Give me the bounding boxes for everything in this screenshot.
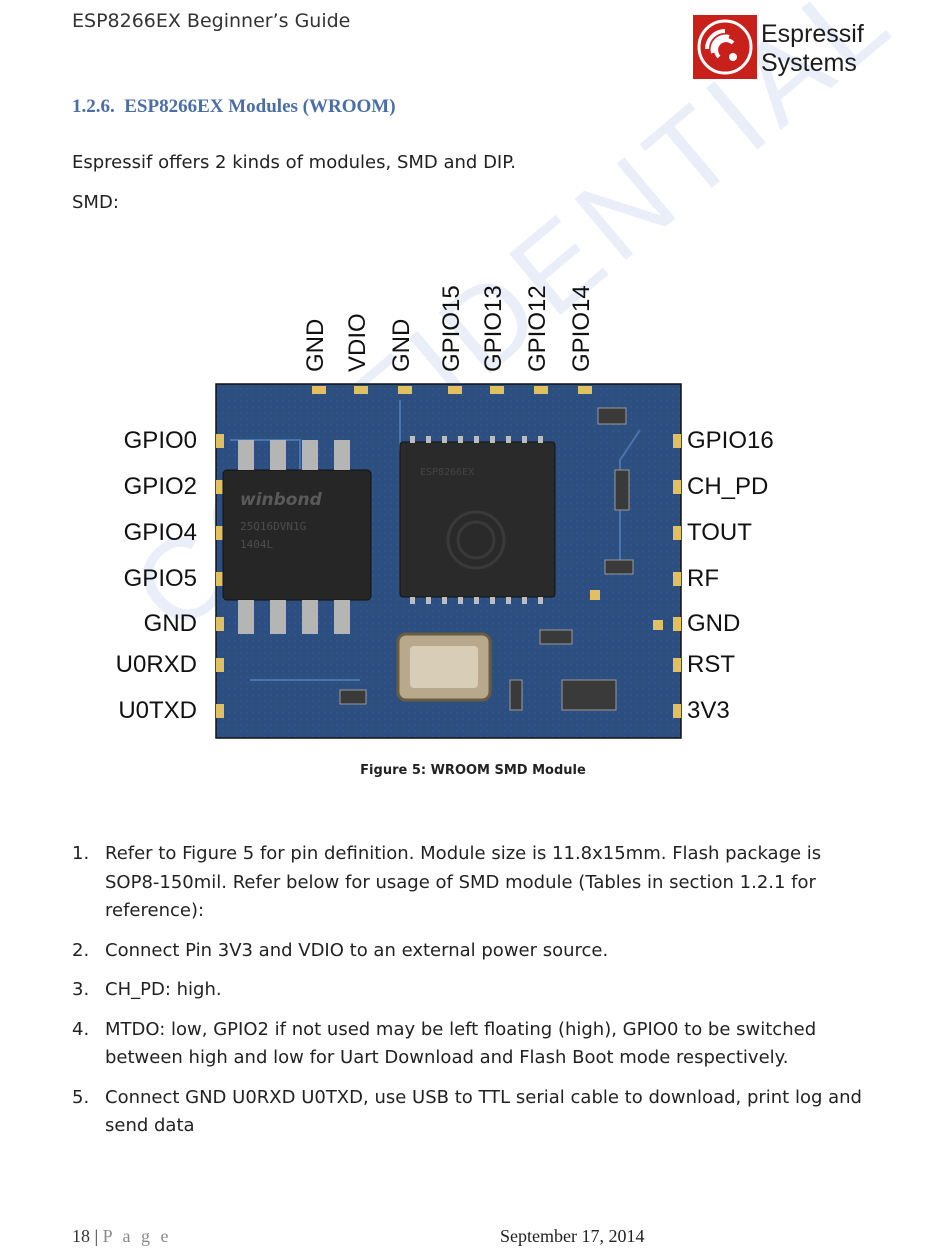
right-pin-pad — [673, 617, 681, 631]
top-pin-label: GND — [388, 319, 415, 372]
espressif-logo-icon — [693, 15, 757, 79]
list-item: 2. Connect Pin 3V3 and VDIO to an externa… — [72, 937, 862, 966]
wroom-smd-module-figure: winbond 25Q16DVN1G 1404L ESP8266EX — [100, 260, 800, 750]
right-pin-pad — [673, 572, 681, 586]
left-pin-label: GPIO2 — [124, 473, 197, 500]
top-pin-pad — [490, 386, 504, 394]
page-label: P a g e — [102, 1226, 172, 1246]
right-pin-label: GPIO16 — [687, 427, 774, 454]
list-item-text: MTDO: low, GPIO2 if not used may be left… — [105, 1018, 817, 1069]
right-pin-label: TOUT — [687, 519, 752, 546]
left-pin-label: U0RXD — [116, 651, 197, 678]
left-pin-pad — [216, 526, 224, 540]
list-item: 3. CH_PD: high. — [72, 976, 862, 1005]
top-pin-label: VDIO — [344, 313, 371, 372]
top-pin-pad — [534, 386, 548, 394]
list-item-number: 3. — [72, 979, 90, 1000]
right-pin-label: CH_PD — [687, 473, 768, 500]
svg-text:25Q16DVN1G: 25Q16DVN1G — [240, 520, 306, 533]
flash-chip-label: winbond — [240, 490, 323, 510]
figure-caption: Figure 5: WROOM SMD Module — [360, 763, 586, 778]
left-pin-pad — [216, 704, 224, 718]
top-pin-label: GPIO14 — [568, 285, 595, 372]
page-footer-left: 18 | P a g e — [72, 1226, 171, 1247]
right-pin-pad — [673, 704, 681, 718]
logo-text: Espressif Systems — [761, 20, 864, 78]
right-pin-label: 3V3 — [687, 697, 730, 724]
list-item-text: Connect Pin 3V3 and VDIO to an external … — [105, 939, 609, 961]
left-pin-pad — [216, 434, 224, 448]
top-pin-pad — [448, 386, 462, 394]
top-pin-label: GPIO15 — [438, 285, 465, 372]
right-pin-label: RST — [687, 651, 735, 678]
list-item-number: 4. — [72, 1018, 90, 1040]
top-pin-pad — [578, 386, 592, 394]
left-pin-pad — [216, 658, 224, 672]
list-item: 1. Refer to Figure 5 for pin definition. … — [72, 840, 862, 926]
right-pin-pad — [673, 480, 681, 494]
svg-text:ESP8266EX: ESP8266EX — [420, 467, 474, 478]
top-pin-pad — [312, 386, 326, 394]
document-header-title: ESP8266EX Beginner’s Guide — [72, 10, 351, 32]
left-pin-label: GND — [144, 610, 197, 637]
list-item-text: Connect GND U0RXD U0TXD, use USB to TTL … — [105, 1086, 862, 1137]
logo-text-line1: Espressif — [761, 20, 864, 48]
left-pin-label: U0TXD — [118, 697, 197, 724]
top-pin-pad — [354, 386, 368, 394]
footer-date: September 17, 2014 — [500, 1226, 645, 1246]
right-pin-label: GND — [687, 610, 740, 637]
right-pin-pad — [673, 434, 681, 448]
logo-text-line2: Systems — [761, 49, 857, 77]
top-pin-label: GPIO13 — [480, 285, 507, 372]
footer-separator: | — [94, 1226, 99, 1246]
intro-paragraph: Espressif offers 2 kinds of modules, SMD… — [72, 152, 517, 173]
module-diagram: winbond 25Q16DVN1G 1404L ESP8266EX — [116, 285, 774, 739]
list-item-text: CH_PD: high. — [105, 979, 222, 1000]
list-item: 5. Connect GND U0RXD U0TXD, use USB to TT… — [72, 1084, 862, 1141]
top-pin-pad — [398, 386, 412, 394]
page-number: 18 — [72, 1226, 90, 1246]
section-title: ESP8266EX Modules (WROOM) — [124, 96, 396, 117]
right-pin-pad — [673, 526, 681, 540]
right-pin-label: RF — [687, 565, 719, 592]
list-item-number: 5. — [72, 1086, 90, 1108]
smd-label: SMD: — [72, 192, 119, 213]
instruction-list: 1. Refer to Figure 5 for pin definition. … — [72, 840, 862, 1152]
left-pin-label: GPIO0 — [124, 427, 197, 454]
list-item-number: 2. — [72, 939, 90, 961]
section-number: 1.2.6. — [72, 96, 115, 117]
list-item-text: Refer to Figure 5 for pin definition. Mo… — [105, 843, 822, 921]
top-pin-label: GND — [302, 319, 329, 372]
list-item-number: 1. — [72, 843, 90, 864]
svg-text:1404L: 1404L — [240, 538, 273, 551]
left-pin-label: GPIO5 — [124, 565, 197, 592]
left-pin-pad — [216, 617, 224, 631]
left-pin-pad — [216, 572, 224, 586]
section-heading: 1.2.6. ESP8266EX Modules (WROOM) — [72, 96, 396, 118]
list-item: 4. MTDO: low, GPIO2 if not used may be le… — [72, 1016, 862, 1073]
right-pin-pad — [673, 658, 681, 672]
top-pin-label: GPIO12 — [524, 285, 551, 372]
left-pin-pad — [216, 480, 224, 494]
left-pin-label: GPIO4 — [124, 519, 197, 546]
